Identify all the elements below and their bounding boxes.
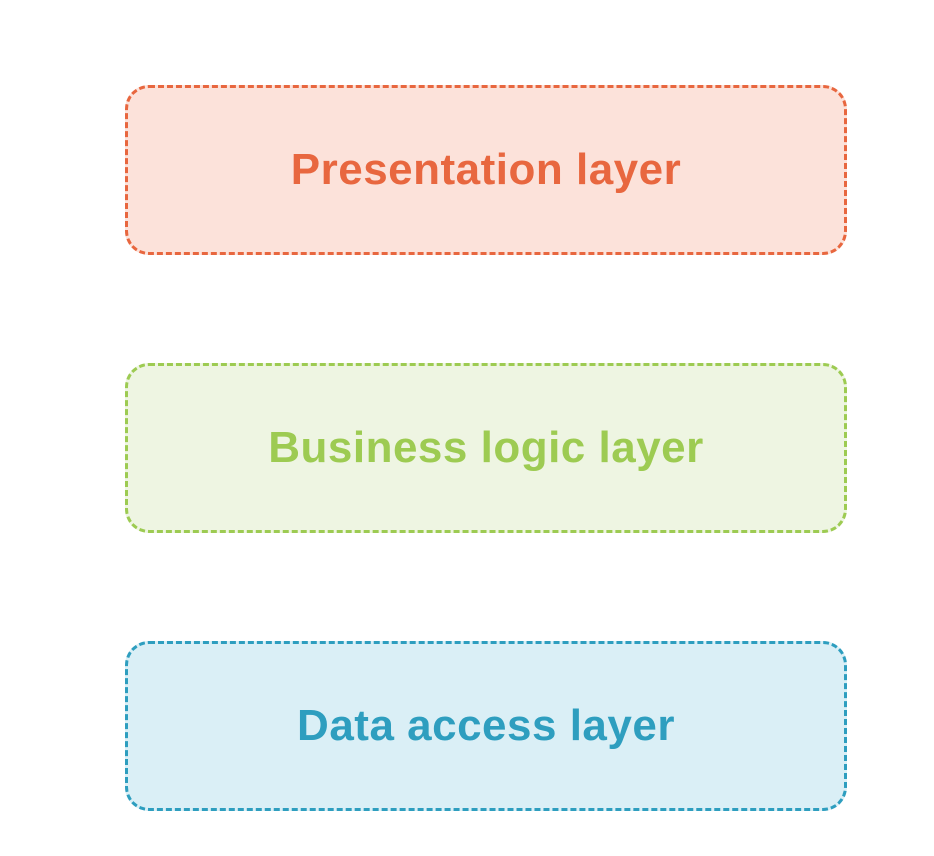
business-logic-layer-label: Business logic layer (268, 423, 704, 472)
business-logic-layer-box: Business logic layer (125, 363, 847, 533)
data-access-layer-label: Data access layer (297, 701, 675, 750)
presentation-layer-label: Presentation layer (290, 145, 682, 194)
data-access-layer-box: Data access layer (125, 641, 847, 811)
presentation-layer-box: Presentation layer (125, 85, 847, 255)
